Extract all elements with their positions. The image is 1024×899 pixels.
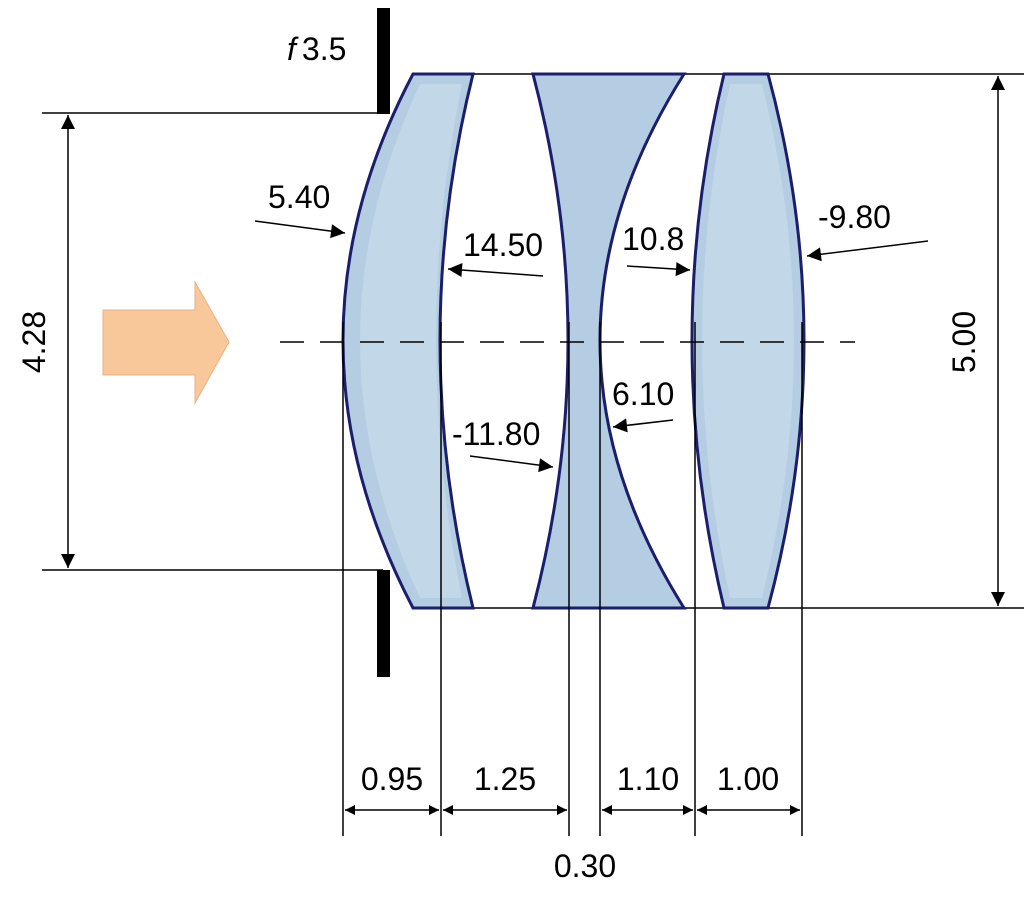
light-direction-arrow <box>102 280 230 405</box>
thickness-label: 0.95 <box>361 761 423 797</box>
radius-arrow <box>612 418 674 433</box>
radius-arrow <box>447 263 544 278</box>
lens-3 <box>690 72 806 610</box>
thickness-label: 0.30 <box>554 848 616 884</box>
aperture-stop <box>377 8 390 677</box>
extension-lines-vertical <box>342 322 803 836</box>
radius-arrow <box>254 220 346 239</box>
radius-label-r3: -11.80 <box>452 416 540 452</box>
lens-2 <box>531 72 687 610</box>
thickness-label: 1.25 <box>474 761 536 797</box>
radius-label-r6: -9.80 <box>818 199 891 235</box>
radius-arrow <box>626 262 691 277</box>
radius-label-r1: 5.40 <box>268 179 330 215</box>
radius-label-r4: 6.10 <box>612 376 674 412</box>
thickness-label: 1.00 <box>717 761 779 797</box>
radius-arrow <box>469 455 554 473</box>
radius-label-r5: 10.8 <box>622 221 684 257</box>
radius-arrow <box>806 240 929 262</box>
lens-height-label: 5.00 <box>946 311 982 373</box>
radius-label-r2: 14.50 <box>463 227 543 263</box>
thickness-label: 1.10 <box>617 761 679 797</box>
lens-1 <box>341 72 475 610</box>
stop-height-label: 4.28 <box>16 311 52 373</box>
